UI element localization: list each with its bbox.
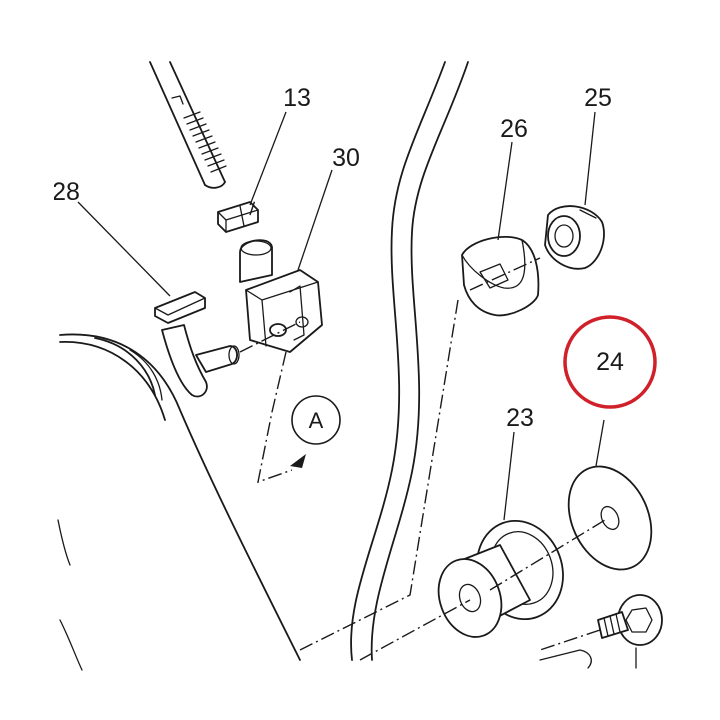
label-part-26: 26 <box>500 115 528 143</box>
part-labels: 13 30 28 26 25 24 23 <box>52 84 624 432</box>
label-part-25: 25 <box>584 84 612 112</box>
label-part-28: 28 <box>52 178 80 206</box>
part-23-pulley <box>437 519 564 638</box>
assembly-centerlines <box>239 199 606 661</box>
left-edge-mask <box>0 170 54 210</box>
label-part-23: 23 <box>506 404 534 432</box>
direction-arrow <box>290 454 306 468</box>
callout-a: A <box>291 395 341 445</box>
central-rib <box>350 61 469 661</box>
part-13-hex-nut <box>217 201 259 233</box>
label-part-24: 24 <box>596 348 624 376</box>
part-25-cap-nut <box>544 205 605 270</box>
housing-outline <box>57 333 301 671</box>
label-part-30: 30 <box>332 144 360 172</box>
callout-letter: A <box>309 408 324 433</box>
threaded-rod <box>149 61 227 189</box>
lower-bracket-fragment <box>539 647 637 669</box>
highlight-circle <box>563 315 657 409</box>
part-24-flat-washer <box>567 465 653 571</box>
part-30-clevis <box>239 239 323 353</box>
label-part-13: 13 <box>283 84 311 112</box>
leader-lines <box>77 111 605 521</box>
part-28-bent-pin <box>154 291 240 398</box>
bolt <box>597 594 663 646</box>
